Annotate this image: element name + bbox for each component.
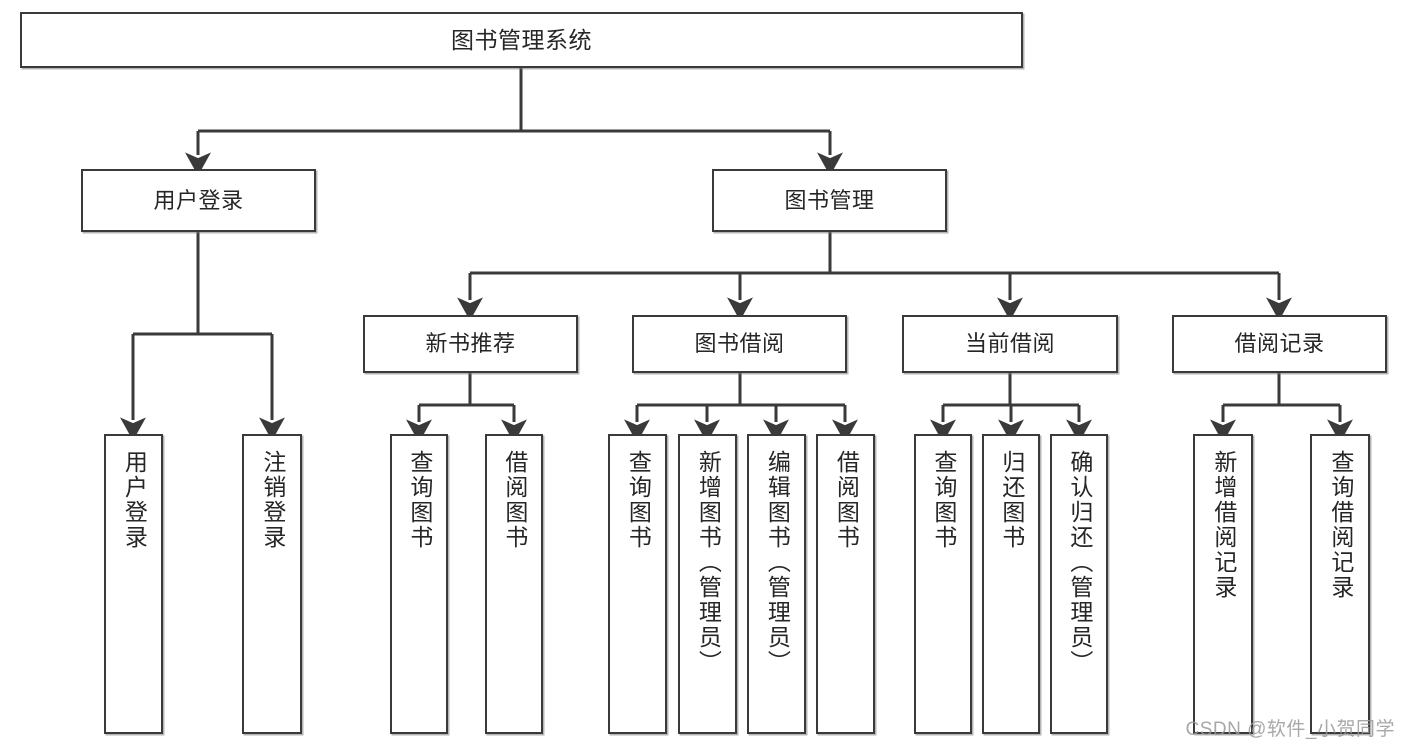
node-new-book-rec-label: 新书推荐 [425,331,516,357]
node-leaf-user-logout-label: 注销登录 [259,450,286,550]
node-current-borrow-label: 当前借阅 [964,331,1055,357]
node-leaf-user-login-label: 用户登录 [121,450,148,550]
node-user-login-label: 用户登录 [153,187,244,213]
node-leaf-add-book[interactable]: 新增图书（管理员） [678,434,737,734]
node-leaf-borrow-book-1[interactable]: 借阅图书 [485,434,543,734]
node-borrow-record[interactable]: 借阅记录 [1172,315,1387,373]
csdn-watermark: CSDN @软件_小贺同学 [1185,719,1395,740]
node-leaf-confirm-return-label: 确认归还（管理员） [1066,450,1093,675]
node-leaf-borrow-book-1-label: 借阅图书 [501,450,528,550]
node-leaf-query-record[interactable]: 查询借阅记录 [1310,434,1370,734]
node-borrow-record-label: 借阅记录 [1234,331,1325,357]
node-leaf-borrow-book-2[interactable]: 借阅图书 [816,434,875,734]
node-leaf-borrow-book-2-label: 借阅图书 [833,450,860,550]
node-leaf-query-book-3[interactable]: 查询图书 [914,434,972,734]
node-root-label: 图书管理系统 [451,26,592,53]
node-leaf-query-record-label: 查询借阅记录 [1327,450,1354,600]
node-leaf-query-book-3-label: 查询图书 [930,450,957,550]
node-user-login[interactable]: 用户登录 [81,169,316,232]
node-leaf-query-book-2-label: 查询图书 [625,450,652,550]
node-current-borrow[interactable]: 当前借阅 [902,315,1118,373]
node-leaf-return-book[interactable]: 归还图书 [982,434,1040,734]
node-leaf-query-book-2[interactable]: 查询图书 [608,434,667,734]
node-leaf-edit-book-label: 编辑图书（管理员） [764,450,791,675]
node-book-borrow-label: 图书借阅 [694,331,785,357]
node-leaf-add-record[interactable]: 新增借阅记录 [1193,434,1253,734]
node-book-manage-label: 图书管理 [784,187,875,213]
node-leaf-user-login[interactable]: 用户登录 [104,434,163,734]
node-new-book-rec[interactable]: 新书推荐 [363,315,578,373]
node-leaf-query-book-1-label: 查询图书 [406,450,433,550]
node-leaf-add-record-label: 新增借阅记录 [1210,450,1237,600]
node-leaf-confirm-return[interactable]: 确认归还（管理员） [1050,434,1108,734]
node-book-manage[interactable]: 图书管理 [712,169,947,232]
node-root[interactable]: 图书管理系统 [20,12,1023,68]
node-leaf-add-book-label: 新增图书（管理员） [695,450,722,675]
node-leaf-query-book-1[interactable]: 查询图书 [390,434,448,734]
node-book-borrow[interactable]: 图书借阅 [632,315,847,373]
node-leaf-return-book-label: 归还图书 [998,450,1025,550]
node-leaf-user-logout[interactable]: 注销登录 [242,434,302,734]
node-leaf-edit-book[interactable]: 编辑图书（管理员） [747,434,806,734]
